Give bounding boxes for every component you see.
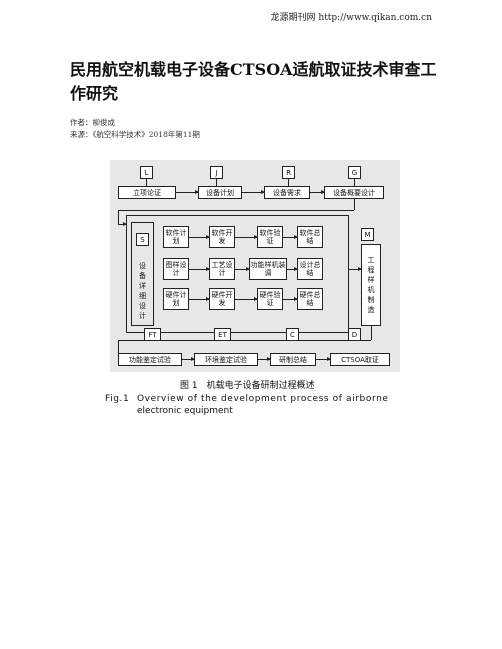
- figure-caption-en-line1: Overview of the development process of a…: [137, 394, 389, 404]
- prototype-manufacturing-label: 工程样机制造: [367, 256, 375, 314]
- code-box-et: ET: [214, 328, 231, 341]
- grid-box-software-plan: 软件计划: [163, 226, 189, 248]
- grid-box-software-verification: 软件验证: [257, 226, 283, 248]
- detailed-design-frame: [126, 215, 349, 333]
- process-box-functional-qualification: 功能鉴定试验: [118, 353, 182, 366]
- grid-box-software-development: 软件开发: [209, 226, 235, 248]
- code-box-j: J: [210, 166, 223, 179]
- figure-caption-en-line2: electronic equipment: [137, 406, 233, 416]
- grid-box-process-design: 工艺设计: [209, 258, 235, 280]
- code-box-m: M: [361, 228, 374, 241]
- code-box-d: D: [348, 328, 361, 341]
- grid-box-hardware-summary: 硬件总结: [297, 288, 323, 310]
- grid-box-drawing-design: 图样设计: [163, 258, 189, 280]
- figure-caption-en: Fig.1 Overview of the development process…: [105, 393, 405, 417]
- code-box-r: R: [282, 166, 295, 179]
- code-box-s: S: [136, 233, 149, 246]
- process-box-equipment-requirements: 设备需求: [264, 186, 310, 199]
- grid-box-hardware-development: 硬件开发: [209, 288, 235, 310]
- grid-box-hardware-verification: 硬件验证: [257, 288, 283, 310]
- process-box-environmental-qualification: 环境鉴定试验: [194, 353, 258, 366]
- code-box-l: L: [140, 166, 153, 179]
- detailed-design-label: 设备详细设计: [139, 262, 146, 320]
- process-box-development-summary: 研制总结: [270, 353, 316, 366]
- figure-development-process: L J R G 立项论证 设备计划 设备需求 设备概要设计 S 设备详细设计 软…: [110, 160, 400, 372]
- grid-box-hardware-plan: 硬件计划: [163, 288, 189, 310]
- code-box-ft: FT: [144, 328, 161, 341]
- process-box-preliminary-design: 设备概要设计: [324, 186, 384, 199]
- article-title: 民用航空机载电子设备CTSOA适航取证技术审查工作研究: [70, 60, 437, 103]
- header-site: 龙源期刊网 http://www.qikan.com.cn: [270, 13, 432, 23]
- article-author: 作者：柳俊成: [70, 118, 115, 127]
- grid-box-prototype-assembly: 功能样机装调: [249, 258, 287, 280]
- process-box-project-demonstration: 立项论证: [118, 186, 176, 199]
- code-box-g: G: [348, 166, 361, 179]
- code-box-c: C: [286, 328, 299, 341]
- process-box-ctsoa-certification: CTSOA取证: [330, 353, 390, 366]
- figure-caption-en-label: Fig.1: [105, 394, 130, 404]
- article-source: 来源：《航空科学技术》2018年第11期: [70, 130, 200, 139]
- process-box-prototype-manufacturing: 工程样机制造: [361, 244, 381, 326]
- figure-caption-cn: 图 1 机载电子设备研制过程概述: [180, 381, 315, 391]
- process-box-detailed-design: 设备详细设计: [131, 222, 154, 326]
- grid-box-software-summary: 软件总结: [297, 226, 323, 248]
- grid-box-design-summary: 设计总结: [297, 258, 323, 280]
- process-box-equipment-plan: 设备计划: [198, 186, 242, 199]
